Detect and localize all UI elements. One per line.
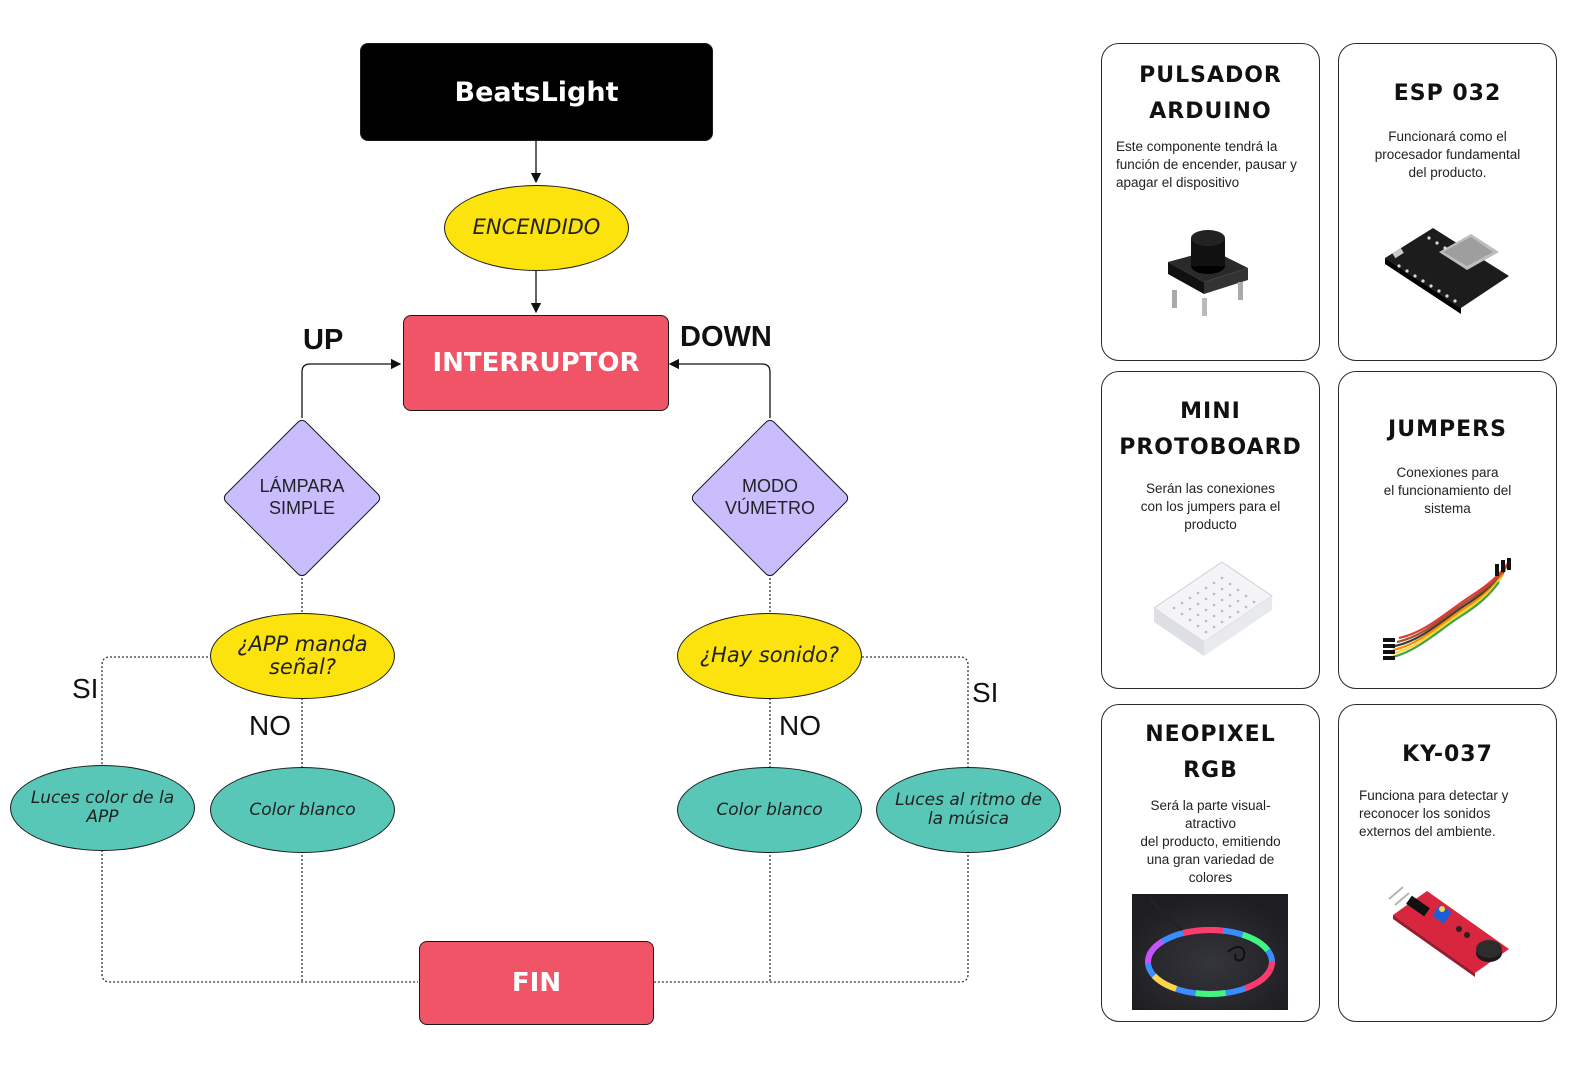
- component-card-protoboard: MINI PROTOBOARD Serán las conexiones con…: [1101, 371, 1320, 689]
- blanco-right-node: Color blanco: [677, 767, 862, 853]
- led-strip-icon: [1132, 894, 1288, 1010]
- component-card-neopixel: NEOPIXEL RGB Será la parte visual- atrac…: [1101, 704, 1320, 1022]
- push-button-icon: [1168, 230, 1248, 316]
- component-card-pulsador: PULSADOR ARDUINO Este componente tendrá …: [1101, 43, 1320, 361]
- luces-app-node: Luces color de la APP: [10, 765, 195, 851]
- card-description: Serán las conexiones con los jumpers par…: [1140, 481, 1281, 532]
- blanco-right-text: Color blanco: [716, 799, 823, 820]
- jumper-wires-icon: [1383, 558, 1511, 660]
- card-title: JUMPERS: [1388, 417, 1507, 442]
- card-title: ESP 032: [1393, 81, 1502, 106]
- sound-question-text: ¿Hay sonido?: [699, 643, 840, 668]
- encendido-node: ENCENDIDO: [444, 185, 629, 271]
- component-card-ky037: KY-037 Funciona para detectar y reconoce…: [1338, 704, 1557, 1022]
- sound-question-node: ¿Hay sonido?: [677, 613, 862, 699]
- no-right-label: NO: [779, 710, 821, 741]
- card-description: Funcionará como el procesador fundamenta…: [1374, 129, 1521, 180]
- interruptor-text: INTERRUPTOR: [432, 348, 640, 378]
- arrow-lampara-to-interruptor: [301, 358, 402, 418]
- blanco-left-node: Color blanco: [210, 767, 395, 853]
- card-title: MINI PROTOBOARD: [1119, 399, 1302, 460]
- luces-app-text: Luces color de la APP: [30, 788, 175, 827]
- si-left-label: SI: [72, 673, 99, 704]
- card-description: Este componente tendrá la función de enc…: [1116, 139, 1297, 190]
- blanco-left-text: Color blanco: [249, 799, 356, 820]
- no-left-label: NO: [249, 710, 291, 741]
- app-question-text: ¿APP manda señal?: [237, 631, 368, 679]
- sound-sensor-icon: [1388, 886, 1509, 977]
- fin-node: FIN: [419, 941, 654, 1025]
- card-title: KY-037: [1402, 742, 1493, 767]
- arrow-vumetro-to-interruptor: [668, 358, 771, 418]
- encendido-text: ENCENDIDO: [472, 215, 601, 240]
- title-box: BeatsLight: [360, 43, 713, 141]
- card-title: PULSADOR ARDUINO: [1139, 63, 1282, 124]
- fin-text: FIN: [511, 968, 562, 998]
- lampara-decision: LÁMPARA SIMPLE: [221, 417, 383, 579]
- vumetro-text: MODO VÚMETRO: [725, 476, 815, 518]
- app-question-node: ¿APP manda señal?: [210, 613, 395, 699]
- title-text: BeatsLight: [454, 76, 619, 108]
- component-card-jumpers: JUMPERS Conexiones para el funcionamient…: [1338, 371, 1557, 689]
- component-card-esp32: ESP 032 Funcionará como el procesador fu…: [1338, 43, 1557, 361]
- card-description: Funciona para detectar y reconocer los s…: [1359, 788, 1509, 839]
- card-description: Conexiones para el funcionamiento del si…: [1383, 465, 1512, 516]
- luces-musica-text: Luces al ritmo de la música: [895, 790, 1042, 829]
- luces-musica-node: Luces al ritmo de la música: [876, 767, 1061, 853]
- down-label: DOWN: [680, 321, 772, 353]
- si-right-label: SI: [972, 677, 999, 708]
- esp32-board-icon: [1385, 228, 1509, 314]
- up-label: UP: [303, 324, 344, 356]
- interruptor-node: INTERRUPTOR: [403, 315, 669, 411]
- breadboard-icon: [1153, 561, 1273, 656]
- card-title: NEOPIXEL RGB: [1145, 722, 1276, 783]
- card-description: Será la parte visual- atractivo del prod…: [1140, 798, 1281, 885]
- vumetro-decision: MODO VÚMETRO: [689, 417, 851, 579]
- lampara-text: LÁMPARA SIMPLE: [259, 476, 345, 518]
